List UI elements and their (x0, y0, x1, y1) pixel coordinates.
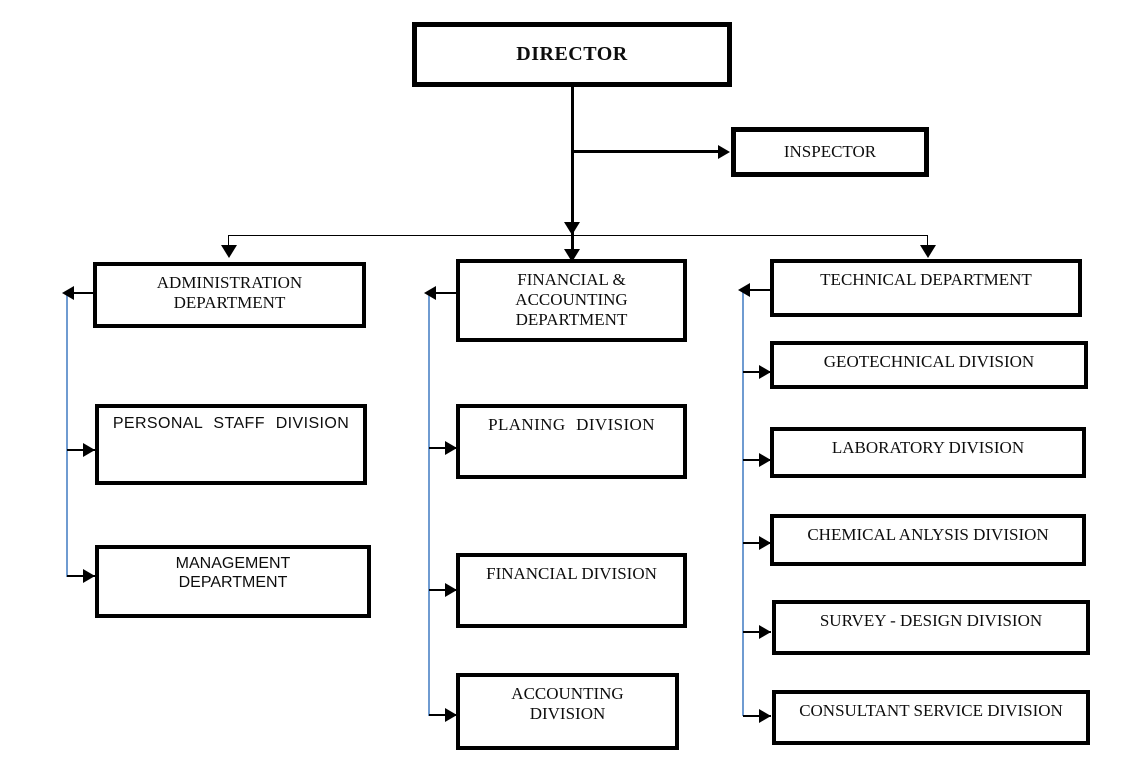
node-management-department[interactable]: MANAGEMENT DEPARTMENT (95, 545, 371, 618)
node-financial-accounting-department[interactable]: FINANCIAL & ACCOUNTING DEPARTMENT (456, 259, 687, 342)
spine-technical-column (742, 289, 744, 716)
connector-bar-leg-left (228, 235, 229, 253)
node-laboratory-division[interactable]: LABORATORY DIVISION (770, 427, 1086, 478)
arrow-to-technical-department (920, 245, 936, 258)
node-consultant-service-division-label: CONSULTANT SERVICE DIVISION (799, 701, 1063, 720)
node-director-label: DIRECTOR (516, 42, 628, 65)
node-laboratory-division-label: LABORATORY DIVISION (831, 438, 1025, 457)
node-chemical-anlysis-division-label: CHEMICAL ANLYSIS DIVISION (807, 525, 1049, 544)
node-personal-staff-division-label: PERSONAL STAFF DIVISION (112, 415, 350, 432)
spine-financial-column (428, 292, 430, 716)
node-survey-design-division-label: SURVEY - DESIGN DIVISION (819, 611, 1043, 630)
connector-accounting-division-stem (429, 714, 457, 716)
node-financial-accounting-department-label: FINANCIAL & ACCOUNTING DEPARTMENT (515, 270, 628, 330)
arrow-financial-department-to-spine (424, 286, 436, 300)
arrow-technical-department-to-spine (738, 283, 750, 297)
node-inspector-label: INSPECTOR (783, 141, 877, 161)
node-planing-division[interactable]: PLANING DIVISION (456, 404, 687, 479)
connector-technical-department-stem (743, 289, 771, 291)
node-inspector[interactable]: INSPECTOR (731, 127, 929, 177)
connector-administration-department-stem (67, 292, 95, 294)
arrow-to-consultant-service-division (759, 709, 771, 723)
arrow-to-survey-design-division (759, 625, 771, 639)
connector-bar-leg-center (571, 235, 574, 255)
arrow-to-administration-department (221, 245, 237, 258)
arrow-to-chemical-anlysis-division (759, 536, 771, 550)
node-geotechnical-division[interactable]: GEOTECHNICAL DIVISION (770, 341, 1088, 389)
spine-administration-column (66, 292, 68, 577)
connector-laboratory-division-stem (743, 459, 771, 461)
arrow-to-accounting-division (445, 708, 457, 722)
connector-director-to-inspector (571, 150, 721, 153)
arrow-to-laboratory-division (759, 453, 771, 467)
connector-director-trunk (571, 87, 574, 235)
node-geotechnical-division-label: GEOTECHNICAL DIVISION (823, 352, 1035, 371)
arrow-administration-department-to-spine (62, 286, 74, 300)
connector-consultant-service-division-stem (743, 715, 771, 717)
node-survey-design-division[interactable]: SURVEY - DESIGN DIVISION (772, 600, 1090, 655)
node-financial-division-label: FINANCIAL DIVISION (486, 564, 657, 583)
arrow-to-management-department (83, 569, 95, 583)
connector-chemical-anlysis-division-stem (743, 542, 771, 544)
connector-financial-department-stem (429, 292, 457, 294)
node-management-department-label: MANAGEMENT DEPARTMENT (175, 555, 291, 591)
node-financial-division[interactable]: FINANCIAL DIVISION (456, 553, 687, 628)
connector-distribution-bar (228, 235, 928, 236)
node-planing-division-label: PLANING DIVISION (488, 415, 655, 434)
arrow-to-personal-staff-division (83, 443, 95, 457)
node-consultant-service-division[interactable]: CONSULTANT SERVICE DIVISION (772, 690, 1090, 745)
arrow-to-financial-department (564, 249, 580, 262)
connector-survey-design-division-stem (743, 631, 771, 633)
connector-planing-division-stem (429, 447, 457, 449)
connector-personal-staff-stem (67, 449, 95, 451)
node-accounting-division-label: ACCOUNTING DIVISION (511, 684, 624, 724)
arrow-to-planing-division (445, 441, 457, 455)
arrow-to-financial-division (445, 583, 457, 597)
connector-geotechnical-division-stem (743, 371, 771, 373)
node-technical-department[interactable]: TECHNICAL DEPARTMENT (770, 259, 1082, 317)
connector-management-department-stem (67, 575, 95, 577)
node-director[interactable]: DIRECTOR (412, 22, 732, 87)
node-technical-department-label: TECHNICAL DEPARTMENT (820, 270, 1032, 289)
node-personal-staff-division[interactable]: PERSONAL STAFF DIVISION (95, 404, 367, 485)
node-chemical-anlysis-division[interactable]: CHEMICAL ANLYSIS DIVISION (770, 514, 1086, 566)
connector-financial-division-stem (429, 589, 457, 591)
node-administration-department-label: ADMINISTRATION DEPARTMENT (156, 273, 303, 313)
arrow-to-inspector (718, 145, 730, 159)
connector-bar-leg-right (927, 235, 928, 253)
node-administration-department[interactable]: ADMINISTRATION DEPARTMENT (93, 262, 366, 328)
arrow-trunk-to-bar (564, 222, 580, 235)
arrow-to-geotechnical-division (759, 365, 771, 379)
node-accounting-division[interactable]: ACCOUNTING DIVISION (456, 673, 679, 750)
